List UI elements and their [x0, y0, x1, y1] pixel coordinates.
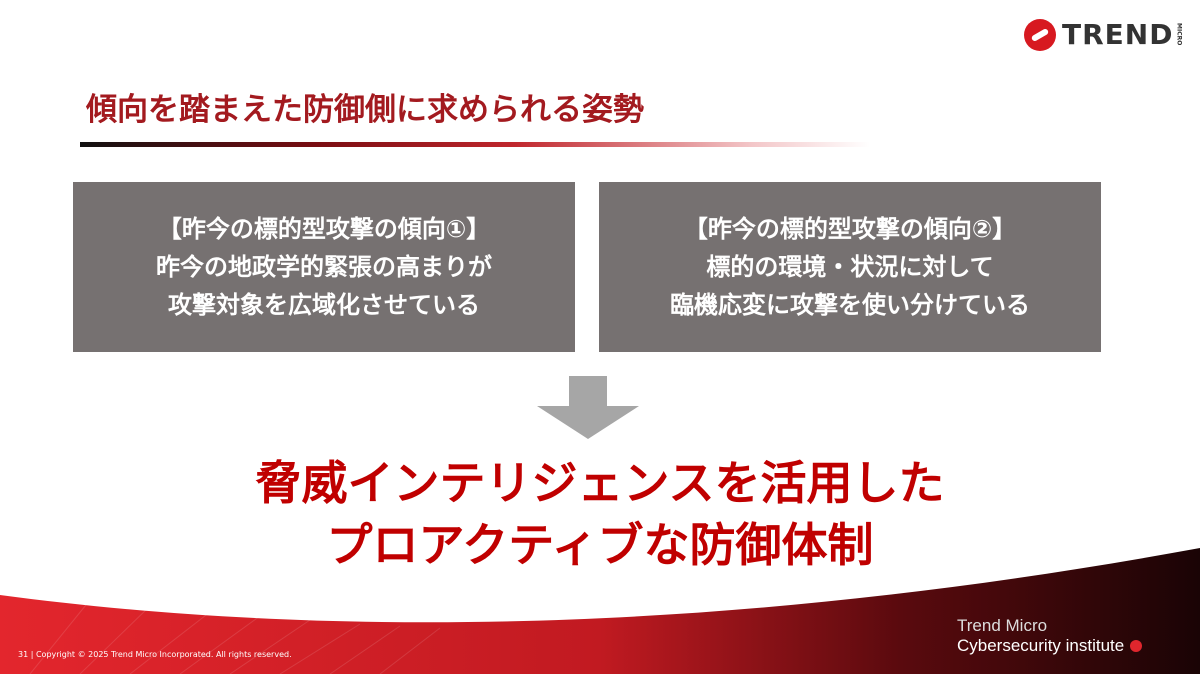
institute-logo: Trend Micro Cybersecurity institute: [957, 616, 1143, 656]
institute-line-1: Trend Micro: [957, 616, 1048, 635]
conclusion-line-1: 脅威インテリジェンスを活用した: [255, 456, 945, 510]
trend-box-2-line-1: 標的の環境・状況に対して: [706, 253, 994, 281]
institute-line-2-row: Cybersecurity institute: [957, 636, 1143, 656]
trend-box-1: 【昨今の標的型攻撃の傾向①】 昨今の地政学的緊張の高まりが 攻撃対象を広域化させ…: [73, 182, 575, 352]
trend-box-1-line-1: 昨今の地政学的緊張の高まりが: [156, 253, 492, 281]
trend-box-2: 【昨今の標的型攻撃の傾向②】 標的の環境・状況に対して 臨機応変に攻撃を使い分け…: [599, 182, 1101, 352]
title-underline: [80, 142, 870, 147]
conclusion-text: 脅威インテリジェンスを活用した プロアクティブな防御体制: [0, 452, 1200, 576]
trend-micro-ball-icon: [1024, 18, 1056, 51]
institute-line-2: Cybersecurity institute: [957, 636, 1125, 655]
logo-text: TREND: [1062, 18, 1174, 51]
logo-sub: MICRO: [1175, 23, 1183, 46]
trend-box-1-heading: 【昨今の標的型攻撃の傾向①】: [157, 215, 491, 243]
institute-mark-icon: [1130, 640, 1143, 652]
conclusion-line-2: プロアクティブな防御体制: [326, 518, 874, 572]
footer-wave-background: [0, 548, 1200, 674]
trend-box-1-line-2: 攻撃対象を広域化させている: [168, 291, 480, 319]
copyright-text: 31 | Copyright © 2025 Trend Micro Incorp…: [18, 650, 292, 659]
trend-box-2-line-2: 臨機応変に攻撃を使い分けている: [670, 291, 1030, 319]
trend-box-2-heading: 【昨今の標的型攻撃の傾向②】: [683, 215, 1017, 243]
trend-micro-logo: TREND MICRO: [1024, 18, 1182, 51]
down-arrow-icon: [537, 376, 639, 439]
slide-title: 傾向を踏まえた防御側に求められる姿勢: [86, 92, 644, 128]
